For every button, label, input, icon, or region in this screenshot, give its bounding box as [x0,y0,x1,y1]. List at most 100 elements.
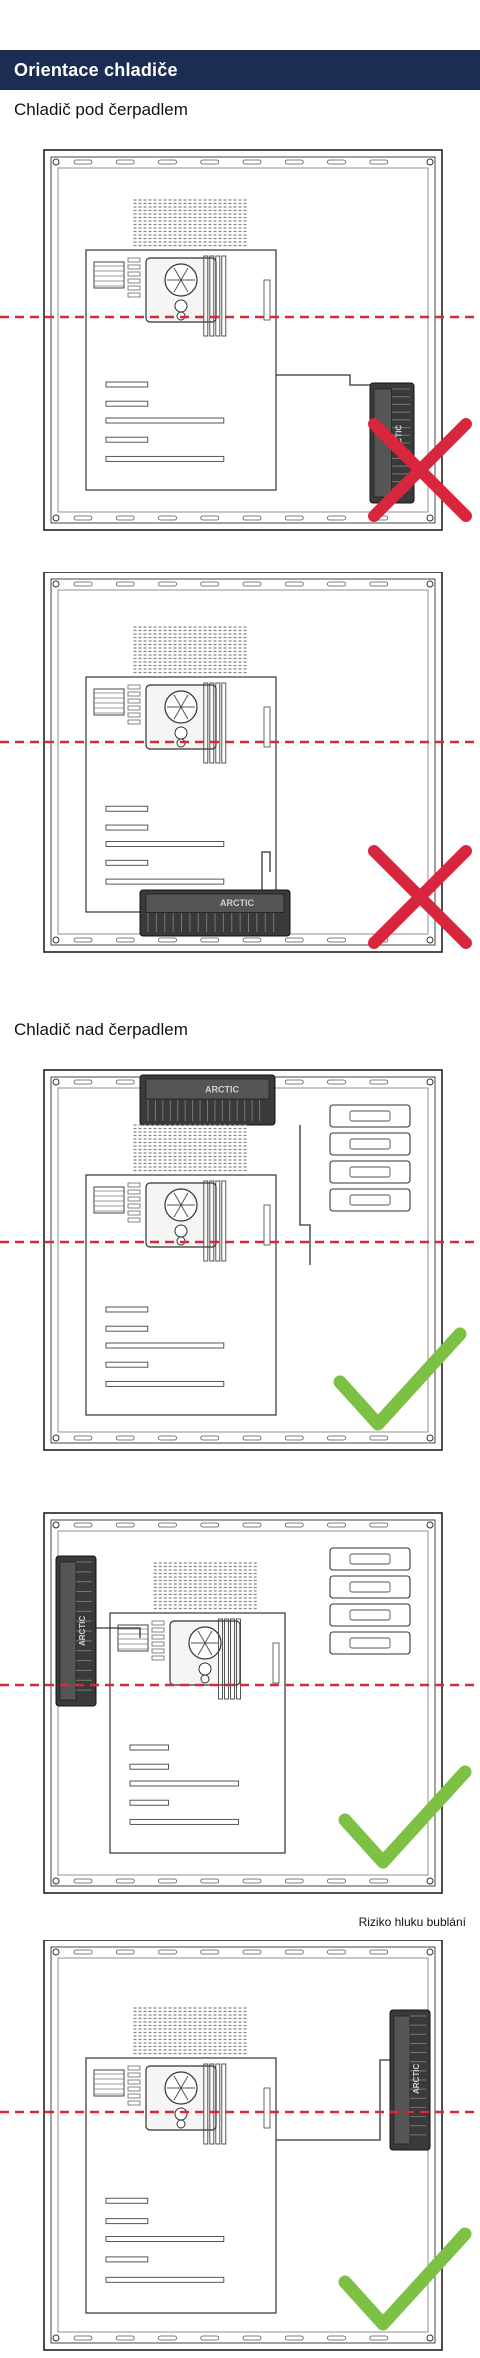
case-slot [115,1079,135,1085]
case-slot [200,1435,220,1441]
heatsink-fin [151,1648,165,1654]
screw [52,580,60,588]
diagram-svg: ARCTIC [0,149,480,531]
diagram-svg: ARCTIC [0,1940,480,2351]
pcie-slot [105,381,149,388]
heatsink-fin [127,1217,141,1223]
pcie-slot [105,824,149,831]
drive-bay [329,1160,411,1184]
case-slot [73,937,93,943]
screw [52,936,60,944]
case-slot [369,1079,389,1085]
vent-grille [133,2007,248,2055]
screw [52,1078,60,1086]
fan-blade [173,706,182,720]
case-slot [158,1949,177,1955]
ram-slot [203,682,209,764]
heatsink-fin [127,705,141,711]
ram-slot [215,2063,221,2145]
section-label-radiator-below: Chladič pod čerpadlem [14,100,188,119]
fan-blade [204,1642,213,1656]
case-slot [115,1435,135,1441]
case-slot [327,1878,346,1884]
screw [426,1521,434,1529]
radiator-logo: ARCTIC [395,425,404,455]
pcie-slot [105,1325,149,1332]
atx-connector [263,2087,271,2129]
ram-slot [221,2063,227,2145]
drive-bay [329,1603,411,1627]
pump-fitting [174,726,188,740]
case-slot [369,1522,389,1528]
case-slot [327,2335,346,2341]
screw [426,2334,434,2342]
pcie-slot [129,1799,169,1806]
case-slot [200,2335,220,2341]
heatsink-fin [151,1641,165,1647]
case-slot [284,515,304,521]
header-title: Orientace chladiče [14,59,178,80]
heatsink-fin [127,292,141,298]
case-slot [284,1878,304,1884]
case-panel [57,167,429,513]
drive-tray [349,1166,391,1178]
case-slot [242,1522,262,1528]
case-slot [369,581,389,587]
case-slot [73,1878,93,1884]
case-slot [284,2335,304,2341]
heatsink-fin [151,1627,165,1633]
case-slot [369,1878,389,1884]
fan-blade [197,1642,206,1656]
ram-slot [209,682,215,764]
heatsink-fin [127,2093,141,2099]
pcie-slot [129,1763,169,1770]
case-slot [327,937,346,943]
heatsink-fin [127,1182,141,1188]
cross-icon [368,418,472,522]
case-slot [115,1949,135,1955]
case-slot [115,515,135,521]
fan-blade [180,279,189,293]
drive-tray [349,1194,391,1206]
screw [426,1078,434,1086]
fan-blade [173,694,182,708]
ram-slot [215,682,221,764]
case-slot [242,1878,262,1884]
case-slot [284,1949,304,1955]
ram-slot [221,1180,227,1262]
atx-connector [263,706,271,748]
case-slot [115,581,135,587]
ram-slot [230,1618,235,1700]
case-slot [158,1435,177,1441]
case-slot [284,581,304,587]
diagram-radiator-above-rear: ARCTIC [0,1940,480,2358]
case-slot [158,581,177,587]
heatsink-fin [127,2065,141,2071]
top-margin [0,0,480,50]
vent-grille [133,199,248,247]
pcie-slot [105,859,149,866]
fan-blade [173,2087,182,2101]
pcie-slot [105,2256,149,2263]
screw [52,514,60,522]
case-slot [327,581,346,587]
pump-fitting [174,299,188,313]
case-slot [158,1878,177,1884]
case-slot [284,1522,304,1528]
heatsink-fin [127,278,141,284]
pcie-slot [105,1342,225,1349]
case-slot [115,1878,135,1884]
heatsink-fin [127,271,141,277]
coolant-tube [276,2059,392,2141]
radiator-logo: ARCTIC [205,1085,239,1095]
fan-blade [180,1204,189,1218]
screw [52,2334,60,2342]
coolant-tube [261,851,271,890]
pcie-slot [129,1780,239,1787]
fan-blade [180,267,189,281]
radiator-fan-frame [145,1078,270,1100]
case-slot [73,1949,93,1955]
fan-blade [173,279,182,293]
drive-bay [329,1104,411,1128]
pcie-slot [105,436,149,443]
